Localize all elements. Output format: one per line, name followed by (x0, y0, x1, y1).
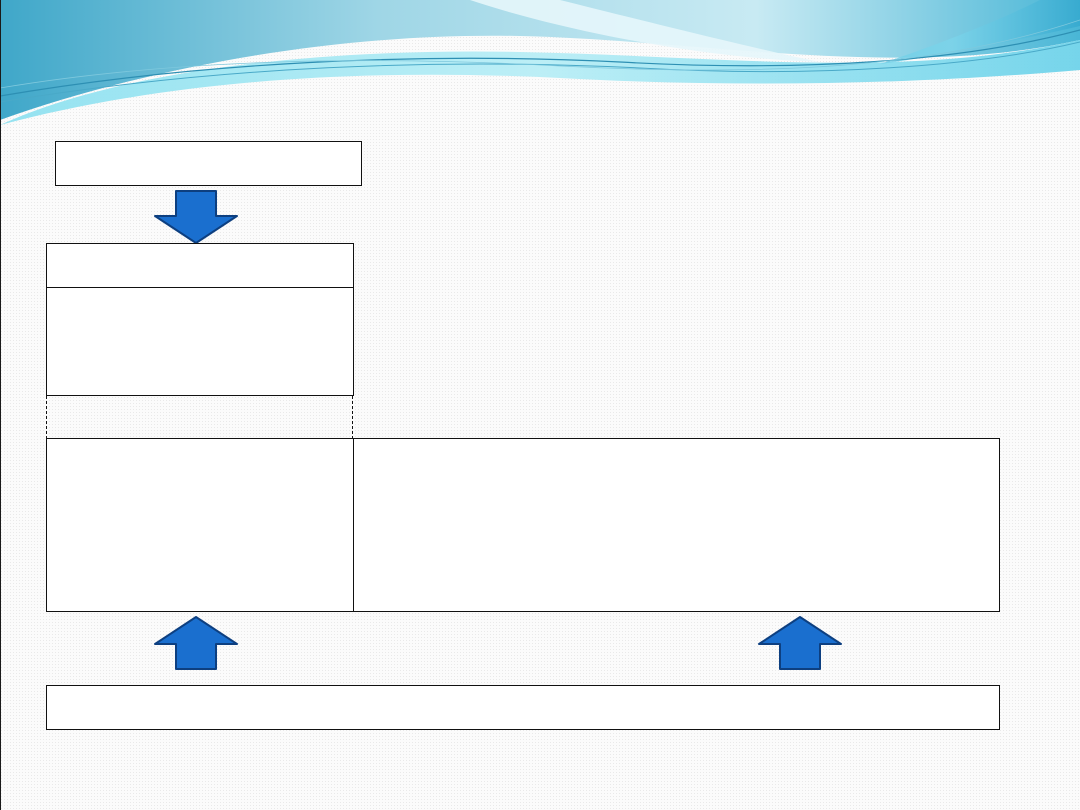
slide-left-border (0, 0, 1, 810)
dashed-connector-left (46, 396, 47, 439)
left-header-box (46, 243, 354, 288)
arrow-down-icon (154, 190, 238, 244)
header-wave-decoration (0, 0, 1080, 125)
arrow-up-right-icon (758, 616, 842, 670)
dashed-connector-right (352, 396, 353, 439)
left-lower-box (46, 438, 354, 612)
bottom-box (46, 685, 1000, 730)
right-lower-box (353, 438, 1000, 612)
arrow-up-left-icon (154, 616, 238, 670)
left-body-box (46, 287, 354, 396)
top-box (55, 141, 362, 186)
